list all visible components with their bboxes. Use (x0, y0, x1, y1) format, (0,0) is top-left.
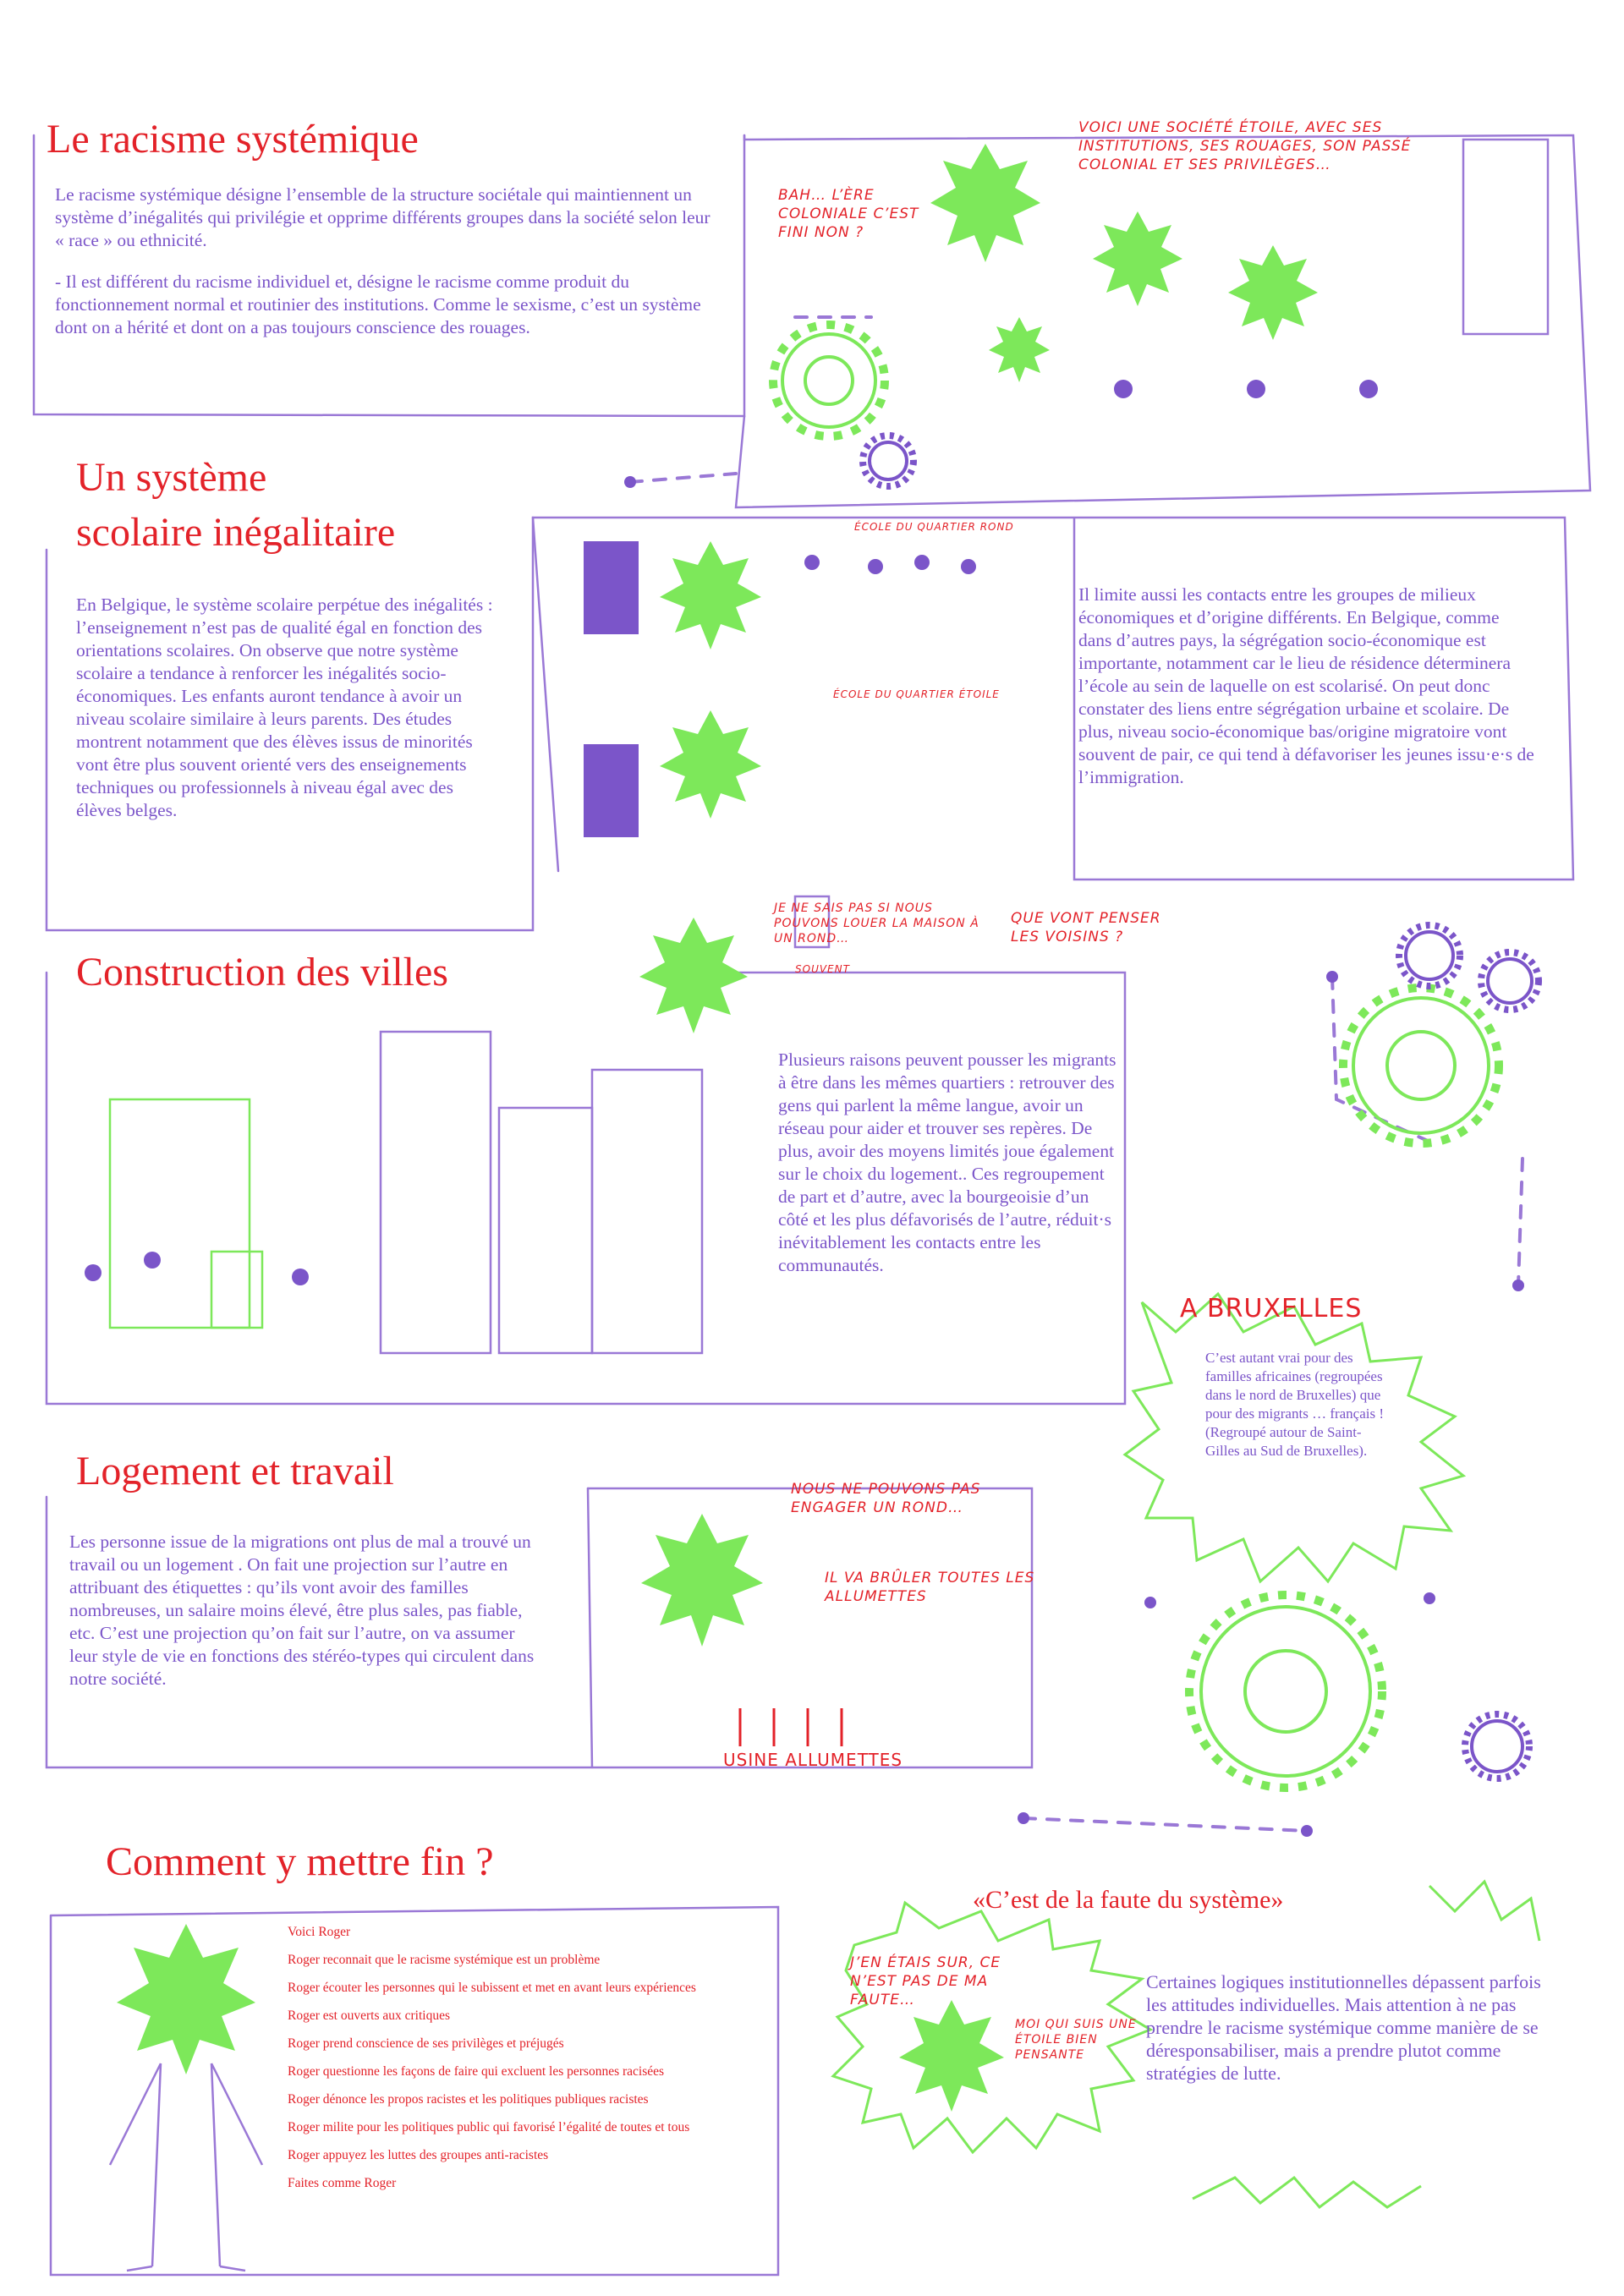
bubble-allumettes: Il va brûler toutes les allumettes (825, 1570, 1035, 1605)
logement-text: Les personne issue de la migrations ont … (69, 1532, 535, 1689)
scolaire-text-left: En Belgique, le système scolaire perpétu… (76, 595, 493, 820)
bubble-engager: Nous ne pouvons pas engager un rond… (791, 1481, 981, 1516)
section-title-racisme: Le racisme systémique (47, 117, 419, 162)
label-ecole-etoile: École du quartier étoile (833, 688, 1000, 700)
bubble-bien-pensante: Moi qui suis une étoile bien pensante (1015, 2018, 1137, 2062)
section-racisme-text: Le racisme systémique désigne l’ensemble… (55, 184, 723, 358)
bruxelles-text: C’est autant vrai pour des familles afri… (1205, 1350, 1385, 1459)
roger-item: Roger écouter les personnes qui le subis… (288, 1981, 696, 1995)
roger-item: Roger appuyez les luttes des groupes ant… (288, 2148, 549, 2162)
bruxelles-title: A Bruxelles (1180, 1294, 1363, 1323)
section-title-logement: Logement et travail (76, 1449, 394, 1493)
quote-title: «C’est de la faute du système» (973, 1886, 1284, 1914)
bubble-societe-etoile: Voici une société étoile, avec ses insti… (1078, 119, 1412, 173)
bubble-colonial: Bah… l’ère coloniale c’est fini non ? (778, 187, 919, 241)
roger-list: Voici Roger Roger reconnait que le racis… (288, 1924, 744, 2203)
label-ecole-rond: École du quartier rond (854, 521, 1014, 533)
bubble-souvent: souvent (795, 963, 850, 975)
roger-item: Voici Roger (288, 1925, 351, 1939)
roger-item: Roger est ouverts aux critiques (288, 2008, 450, 2023)
scolaire-text-right: Il limite aussi les contacts entre les g… (1078, 584, 1534, 787)
section-title-scolaire-2: scolaire inégalitaire (76, 510, 396, 555)
racisme-paragraph-2: - Il est différent du racisme individuel… (55, 271, 701, 337)
section-title-villes: Construction des villes (76, 950, 448, 995)
roger-item: Roger reconnait que le racisme systémiqu… (288, 1953, 601, 1967)
roger-item: Roger milite pour les politiques public … (288, 2120, 690, 2134)
roger-item: Roger questionne les façons de faire qui… (288, 2064, 665, 2079)
quote-text: Certaines logiques institutionnelles dép… (1146, 1971, 1541, 2084)
section-title-scolaire-1: Un système (76, 455, 267, 500)
roger-item: Faites comme Roger (288, 2176, 397, 2190)
bubble-voisins: Que vont penser les voisins ? (1011, 910, 1161, 945)
racisme-paragraph-1: Le racisme systémique désigne l’ensemble… (55, 184, 710, 250)
bubble-louer-maison: Je ne sais pas si nous pouvons louer la … (774, 901, 979, 945)
roger-item: Roger dénonce les propos racistes et les… (288, 2092, 649, 2107)
villes-text: Plusieurs raisons peuvent pousser les mi… (778, 1049, 1116, 1275)
section-title-mettre-fin: Comment y mettre fin ? (106, 1839, 494, 1884)
roger-item: Roger prend conscience de ses privilèges… (288, 2036, 564, 2051)
factory-label: Usine allumettes (723, 1750, 903, 1770)
bubble-pas-ma-faute: J’en étais sur, ce n’est pas de ma faute… (850, 1954, 1001, 2008)
